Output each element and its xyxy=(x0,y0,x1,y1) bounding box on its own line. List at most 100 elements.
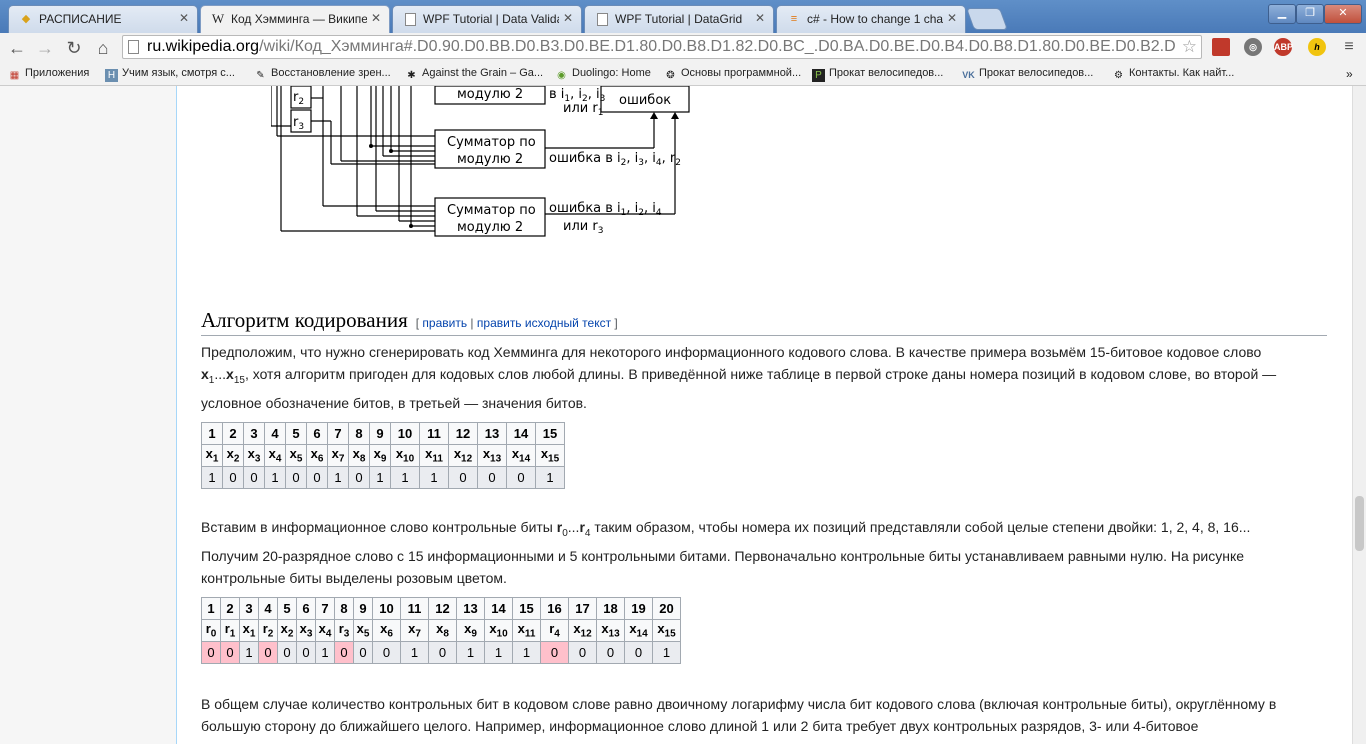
bit-label-cell: x14 xyxy=(506,444,536,467)
position-cell: 10 xyxy=(390,422,420,445)
bit-value-cell: 1 xyxy=(512,641,541,664)
r3-label: r3 xyxy=(293,115,304,132)
close-tab-icon[interactable]: ✕ xyxy=(178,11,189,25)
control-bit-label-cell: r4 xyxy=(540,619,569,642)
output1-label: в i1, i2, i3 xyxy=(549,87,605,104)
edit-link[interactable]: править xyxy=(422,316,468,330)
bit-label-cell: x4 xyxy=(315,619,335,642)
bookmark-item[interactable]: ✱Against the Grain – Ga... xyxy=(405,67,543,82)
book-extension-icon[interactable] xyxy=(1212,38,1230,56)
bit-value-cell: 0 xyxy=(306,466,328,489)
control-bit-value-cell: 0 xyxy=(258,641,278,664)
bookmark-item[interactable]: ⚙Контакты. Как найт... xyxy=(1112,67,1234,82)
bit-label-cell: x5 xyxy=(353,619,373,642)
bookmark-item[interactable]: ◉Duolingo: Home xyxy=(555,67,651,82)
tab-raspisanie[interactable]: ◆ РАСПИСАНИЕ ✕ xyxy=(8,5,198,33)
control-bit-value-cell: 0 xyxy=(201,641,221,664)
bit-value-cell: 1 xyxy=(400,641,429,664)
article-content: r2 r3 модулю 2 Сумматор по модулю 2 Сумм… xyxy=(176,86,1352,744)
bit-value-cell: 0 xyxy=(448,466,478,489)
menu-icon[interactable]: ≡ xyxy=(1344,38,1354,55)
position-cell: 12 xyxy=(428,597,457,620)
calendar-icon: ◆ xyxy=(21,13,31,25)
adblock-icon[interactable]: ABP xyxy=(1274,38,1293,56)
position-cell: 17 xyxy=(568,597,597,620)
bookmarks-overflow-icon[interactable]: » xyxy=(1346,67,1353,81)
bit-value-cell: 1 xyxy=(390,466,420,489)
bookmark-item[interactable]: ✎Восстановление зрен... xyxy=(254,67,390,82)
bit-label-cell: x11 xyxy=(419,444,449,467)
bookmark-label: Приложения xyxy=(25,67,90,79)
tab-title: c# - How to change 1 char in xyxy=(807,12,943,26)
back-arrow-icon[interactable]: ← xyxy=(8,38,26,58)
adder2-label-1: Сумматор по xyxy=(447,135,536,150)
vertical-scrollbar[interactable] xyxy=(1352,86,1366,744)
apps-grid-icon: ▦ xyxy=(9,70,20,81)
control-bit-label-cell: r0 xyxy=(201,619,221,642)
control-bit-value-cell: 0 xyxy=(334,641,354,664)
bit-value-cell: 0 xyxy=(348,466,370,489)
position-cell: 11 xyxy=(400,597,429,620)
address-bar[interactable]: ru.wikipedia.org/wiki/Код_Хэмминга#.D0.9… xyxy=(122,35,1202,59)
paragraph-3: В общем случае количество контрольных би… xyxy=(201,696,1277,734)
bit-value-cell: 1 xyxy=(315,641,335,664)
position-cell: 4 xyxy=(258,597,278,620)
tab-title: Код Хэмминга — Википедия xyxy=(231,12,367,26)
bookmark-item[interactable]: ❂Основы программной... xyxy=(664,67,801,82)
globe-extension-icon[interactable]: ◎ xyxy=(1244,38,1262,56)
position-cell: 8 xyxy=(348,422,370,445)
new-tab-button[interactable] xyxy=(965,8,1009,30)
position-cell: 7 xyxy=(315,597,335,620)
tab-stackoverflow[interactable]: ≡ c# - How to change 1 char in ✕ xyxy=(776,5,966,33)
edit-source-link[interactable]: править исходный текст xyxy=(476,316,612,330)
bit-label-cell: x2 xyxy=(222,444,244,467)
bit-label-cell: x6 xyxy=(306,444,328,467)
section-title: Алгоритм кодирования xyxy=(201,308,408,332)
bookmark-star-icon[interactable]: ☆ xyxy=(1181,37,1197,56)
position-cell: 8 xyxy=(334,597,354,620)
edit-links: [ править | править исходный текст ] xyxy=(416,316,618,330)
restore-button[interactable]: ❐ xyxy=(1296,4,1324,24)
edit-separator: | xyxy=(467,316,477,330)
bit-value-cell: 0 xyxy=(372,641,401,664)
scrollbar-thumb[interactable] xyxy=(1355,496,1364,551)
tab-title: WPF Tutorial | Data Validation xyxy=(423,12,559,26)
close-tab-icon[interactable]: ✕ xyxy=(370,11,381,25)
forward-arrow-icon[interactable]: → xyxy=(36,38,54,58)
close-window-button[interactable]: ✕ xyxy=(1324,4,1362,24)
para2-text-a: Вставим в информационное слово контрольн… xyxy=(201,519,557,535)
bit-value-cell: 0 xyxy=(285,466,307,489)
home-icon[interactable]: ⌂ xyxy=(97,38,109,58)
h-extension-icon[interactable]: h xyxy=(1308,38,1326,56)
close-tab-icon[interactable]: ✕ xyxy=(946,11,957,25)
minimize-button[interactable]: ▁ xyxy=(1268,4,1296,24)
bookmark-icon: Н xyxy=(105,69,118,82)
close-tab-icon[interactable]: ✕ xyxy=(562,11,573,25)
tab-hamming[interactable]: W Код Хэмминга — Википедия ✕ xyxy=(200,5,390,33)
control-bit-label-cell: r3 xyxy=(334,619,354,642)
bit-label-cell: x11 xyxy=(512,619,541,642)
position-cell: 19 xyxy=(624,597,653,620)
bit-value-cell: 1 xyxy=(327,466,349,489)
control-bit-label-cell: r1 xyxy=(220,619,240,642)
bit-label-cell: x9 xyxy=(369,444,391,467)
bookmark-apps[interactable]: ▦ Приложения xyxy=(8,67,90,82)
para1-text-b: , хотя алгоритм пригоден для кодовых сло… xyxy=(201,366,1277,411)
page-info-icon[interactable] xyxy=(128,40,139,54)
close-tab-icon[interactable]: ✕ xyxy=(754,11,765,25)
tab-wpf-validation[interactable]: WPF Tutorial | Data Validation ✕ xyxy=(392,5,582,33)
tab-wpf-datagrid[interactable]: WPF Tutorial | DataGrid ✕ xyxy=(584,5,774,33)
position-cell: 6 xyxy=(296,597,316,620)
vk-icon: VK xyxy=(962,70,975,80)
position-cell: 12 xyxy=(448,422,478,445)
reload-icon[interactable]: ↻ xyxy=(66,38,82,58)
adder1-label: модулю 2 xyxy=(457,87,523,102)
output1-label-2: или r1 xyxy=(563,101,603,118)
url-text[interactable]: ru.wikipedia.org/wiki/Код_Хэмминга#.D0.9… xyxy=(147,38,1175,56)
edit-bracket-close: ] xyxy=(611,316,618,330)
edit-bracket-open: [ xyxy=(415,316,423,330)
